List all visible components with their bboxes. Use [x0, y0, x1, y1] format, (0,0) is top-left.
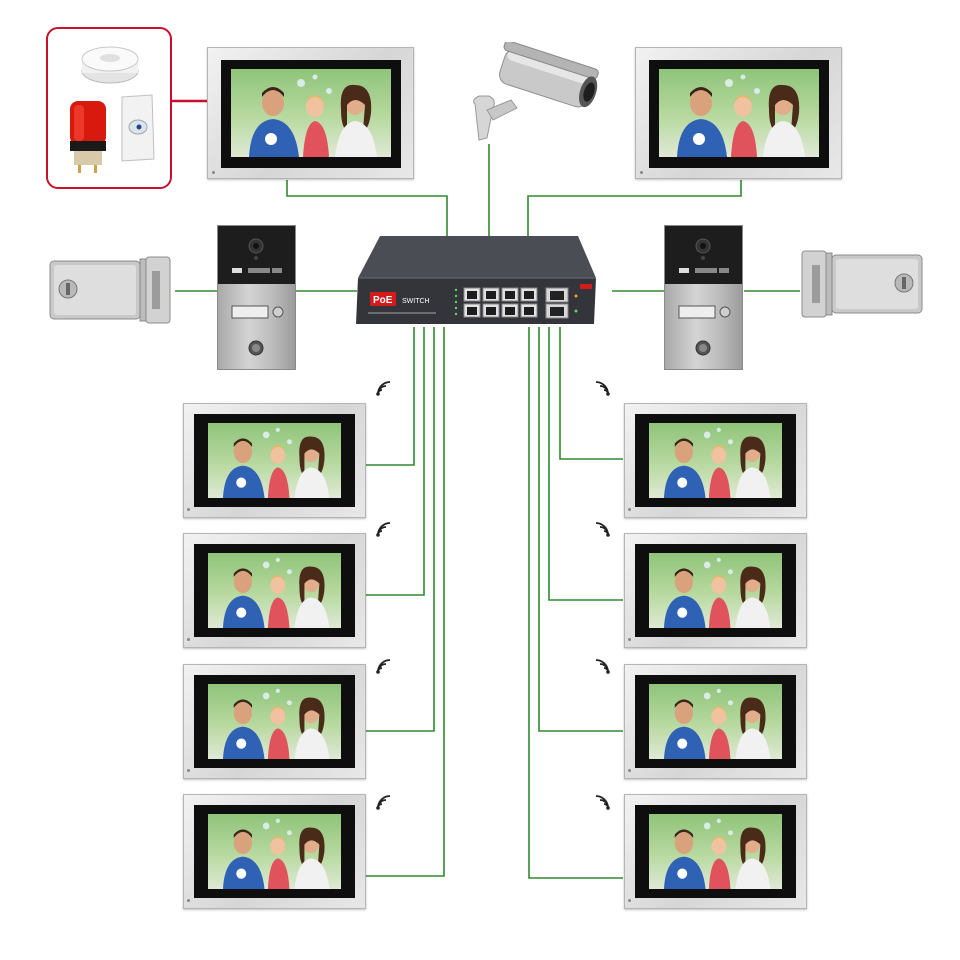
wire-monitor-8	[528, 327, 623, 879]
wire-monitor-5	[559, 327, 623, 460]
wifi-icon	[376, 381, 391, 396]
poe-switch: PoE SWITCH	[352, 232, 600, 328]
family-photo-screen	[208, 684, 341, 759]
switch-type-label: SWITCH	[402, 298, 430, 305]
indoor-monitor-4	[183, 794, 366, 909]
wire-monitor-2	[366, 327, 425, 596]
family-photo-screen	[231, 69, 391, 157]
family-photo-screen	[649, 814, 782, 889]
smoke-detector-icon	[81, 46, 139, 84]
wire-monitor-4	[366, 327, 445, 877]
wifi-icon	[595, 659, 610, 674]
indoor-monitor-6	[624, 533, 807, 648]
family-photo-screen	[659, 69, 819, 157]
indoor-monitor-5	[624, 403, 807, 518]
family-photo-screen	[649, 684, 782, 759]
wire-monitor-6	[548, 327, 623, 601]
wire-monitor-1	[366, 327, 415, 466]
family-photo-screen	[649, 423, 782, 498]
wire-top-left-monitor	[286, 180, 448, 238]
wifi-icon	[595, 381, 610, 396]
wire-monitor-3	[366, 327, 435, 732]
door-station-right	[664, 225, 743, 370]
pir-sensor-icon	[121, 94, 155, 162]
family-photo-screen	[208, 553, 341, 628]
siren-light-icon	[70, 101, 106, 173]
wifi-icon	[595, 795, 610, 810]
wifi-icon	[376, 522, 391, 537]
family-photo-screen	[208, 423, 341, 498]
wifi-icon	[376, 795, 391, 810]
main-monitor-left	[207, 47, 414, 179]
indoor-monitor-2	[183, 533, 366, 648]
cctv-camera-icon	[465, 40, 600, 146]
monitor-bezel	[649, 60, 829, 168]
indoor-monitor-7	[624, 664, 807, 779]
family-photo-screen	[649, 553, 782, 628]
indoor-monitor-8	[624, 794, 807, 909]
indoor-monitor-1	[183, 403, 366, 518]
family-photo-screen	[208, 814, 341, 889]
electric-lock-left-icon	[44, 253, 176, 327]
wifi-icon	[376, 659, 391, 674]
indoor-monitor-3	[183, 664, 366, 779]
wifi-icon	[595, 522, 610, 537]
poe-badge	[370, 292, 396, 306]
electric-lock-right-icon	[796, 247, 928, 321]
main-monitor-right	[635, 47, 842, 179]
monitor-bezel	[221, 60, 401, 168]
wire-monitor-7	[538, 327, 623, 732]
switch-brand-label: PoE	[373, 295, 393, 306]
door-station-left	[217, 225, 296, 370]
alarm-sensor-group	[46, 27, 172, 189]
wire-top-right-monitor	[527, 180, 742, 238]
